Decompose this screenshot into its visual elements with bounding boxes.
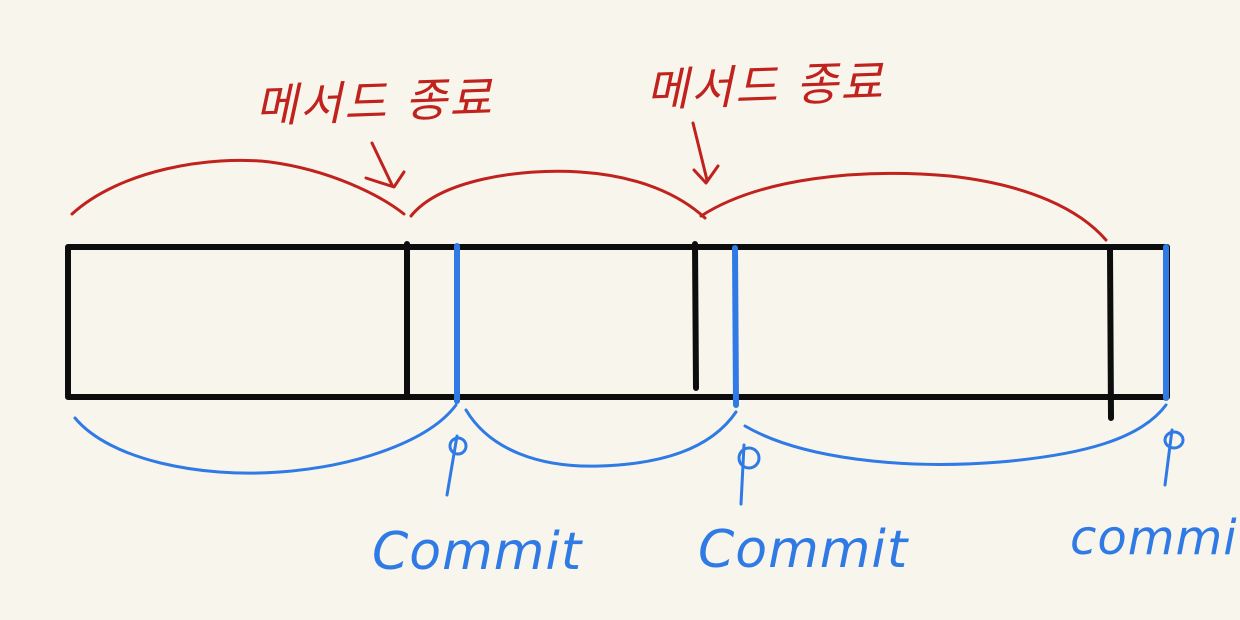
method-end-divider-2 — [692, 241, 699, 391]
commit-label-1: Commit — [372, 522, 583, 582]
method-end-divider-3 — [1107, 247, 1114, 421]
method-end-arrow-2 — [691, 121, 720, 185]
method-end-label-2: 메서드 종료 — [645, 54, 886, 118]
commit-brace-3 — [743, 403, 1168, 466]
timeline-bar — [65, 244, 1170, 400]
method-brace-2 — [409, 169, 707, 220]
method-brace-3 — [699, 171, 1108, 242]
commit-pin-1 — [445, 434, 468, 497]
method-brace-1 — [70, 158, 406, 216]
commit-divider-2 — [732, 245, 739, 408]
method-end-arrow-1 — [364, 141, 406, 189]
commit-pin-3 — [1163, 428, 1185, 487]
method-end-label-1: 메서드 종료 — [254, 70, 495, 134]
commit-label-2: Commit — [698, 520, 909, 580]
commit-brace-2 — [464, 408, 738, 468]
commit-brace-1 — [73, 403, 458, 475]
commit-label-3: commit — [1070, 510, 1240, 566]
commit-pin-2 — [737, 443, 761, 506]
